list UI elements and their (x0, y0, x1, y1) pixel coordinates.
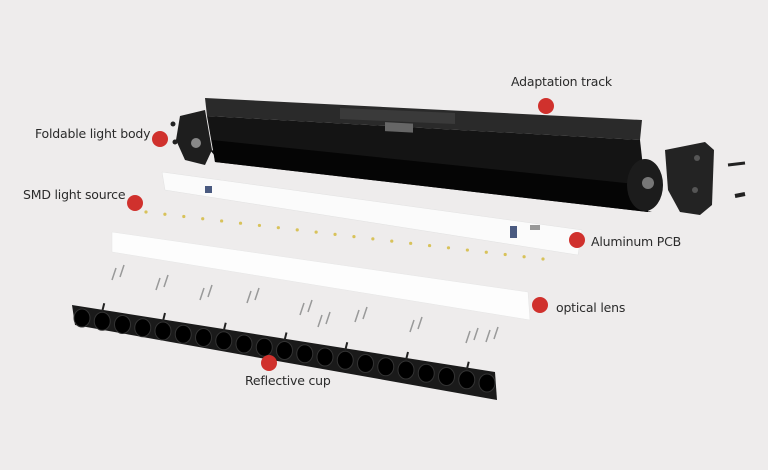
led-dot (276, 226, 280, 230)
cup-cell (377, 357, 395, 377)
screw (362, 306, 368, 320)
marker-adaptation-track (538, 98, 554, 114)
cup-cell (458, 370, 476, 390)
cup-pin (405, 351, 409, 361)
aluminum-pcb (161, 171, 583, 256)
screw (485, 329, 491, 343)
led-dot (201, 217, 205, 221)
cup-cell (215, 331, 233, 351)
cup-pin (465, 361, 470, 370)
optical-lens (111, 231, 531, 321)
screw (119, 264, 125, 278)
screw (307, 299, 313, 313)
led-dot (163, 212, 167, 216)
marker-foldable-light-body (152, 131, 168, 147)
label-aluminum-pcb: Aluminum PCB (591, 234, 682, 249)
led-dot (409, 241, 413, 245)
housing (205, 98, 663, 212)
cup-cell (134, 318, 152, 338)
cup-cell (195, 328, 212, 347)
label-optical-lens: optical lens (556, 300, 626, 315)
label-smd-light-source: SMD light source (23, 187, 126, 202)
cup-cell (397, 360, 415, 380)
led-dot (295, 228, 299, 232)
screw (163, 274, 169, 288)
marker-aluminum-pcb (569, 232, 585, 248)
led-dot (182, 214, 186, 219)
screw (299, 302, 305, 316)
marker-optical-lens (532, 297, 548, 313)
screw (207, 284, 213, 298)
cup-pin (283, 332, 288, 341)
screw (473, 327, 479, 341)
led-dot (238, 221, 243, 225)
smd-leds (144, 210, 545, 261)
cup-cell (255, 337, 273, 357)
screw (417, 316, 423, 330)
led-dot (314, 230, 318, 234)
led-dot (144, 210, 148, 214)
cup-cell (417, 363, 435, 383)
led-dot (446, 246, 451, 250)
led-dot (541, 257, 545, 261)
screw (111, 267, 117, 281)
led-dot (427, 243, 432, 248)
screw (354, 309, 360, 323)
label-foldable-light-body: Foldable light body (35, 126, 151, 141)
screw (317, 314, 323, 328)
screw (254, 287, 260, 301)
screw (465, 330, 471, 344)
label-adaptation-track: Adaptation track (511, 74, 612, 89)
screw (409, 319, 415, 333)
cup-cell (93, 311, 111, 331)
led-dot (484, 250, 488, 254)
led-dot (257, 223, 262, 228)
screw (325, 311, 331, 325)
led-dot (465, 248, 469, 252)
cup-cell (316, 347, 334, 367)
cup-cell (478, 373, 496, 393)
cup-pin (344, 342, 349, 351)
reflective-cup (72, 303, 497, 400)
marker-smd-light-source (127, 195, 143, 211)
label-reflective-cup: Reflective cup (245, 373, 331, 388)
screw (155, 277, 161, 291)
led-dot (352, 235, 356, 239)
left-end-cap (170, 110, 212, 165)
cup-cell (296, 344, 314, 364)
cup-cell (73, 308, 91, 328)
screw (246, 290, 252, 304)
screw (199, 287, 205, 301)
cup-pin (162, 312, 166, 322)
screw (493, 326, 499, 340)
led-dot (371, 237, 375, 241)
cup-cell (174, 324, 192, 344)
led-dot (503, 252, 507, 257)
screws (111, 264, 499, 344)
led-dot (333, 232, 337, 236)
right-end-cap (665, 142, 746, 215)
led-dot (390, 239, 394, 243)
cup-cell (438, 367, 455, 386)
led-dot (220, 219, 224, 223)
cup-cell (336, 350, 354, 370)
cup-pin (101, 303, 106, 312)
cup-cell (276, 341, 293, 360)
marker-reflective-cup (261, 355, 277, 371)
cup-cell (235, 334, 253, 354)
led-dot (522, 255, 526, 259)
cup-cell (114, 315, 131, 334)
cup-pin (222, 322, 227, 331)
cup-cell (357, 354, 374, 373)
cup-cell (154, 321, 172, 341)
